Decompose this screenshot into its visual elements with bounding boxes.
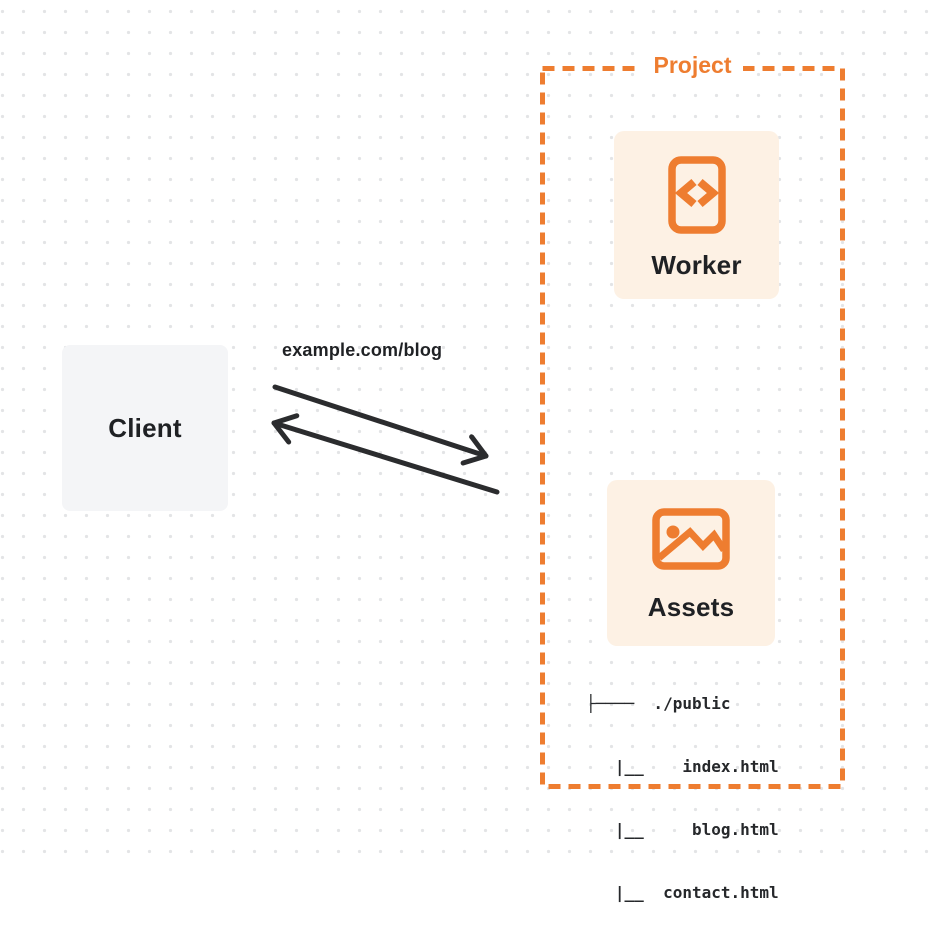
project-title: Project [641,49,744,81]
file-tree-line: |__ blog.html [586,820,779,839]
assets-label: Assets [647,592,735,622]
response-arrow [271,413,500,495]
client-box: Client [62,345,228,511]
worker-card: Worker [614,131,779,299]
file-tree: ├──── ./public |__ index.html |__ blog.h… [586,651,779,945]
request-arrow [272,384,489,466]
file-tree-line: |__ index.html [586,757,779,776]
assets-card: Assets [607,480,775,646]
diagram-canvas: Client example.com/blog Project [0,0,938,902]
code-file-icon [667,156,726,234]
request-url-label: example.com/blog [282,340,443,360]
file-tree-line: |__ contact.html [586,883,779,902]
client-label: Client [108,412,182,443]
worker-label: Worker [651,250,742,280]
image-icon [652,508,730,570]
file-tree-line: ├──── ./public [586,694,731,713]
project-container: Project Worker Assets ├──── ./public |__… [540,49,845,902]
